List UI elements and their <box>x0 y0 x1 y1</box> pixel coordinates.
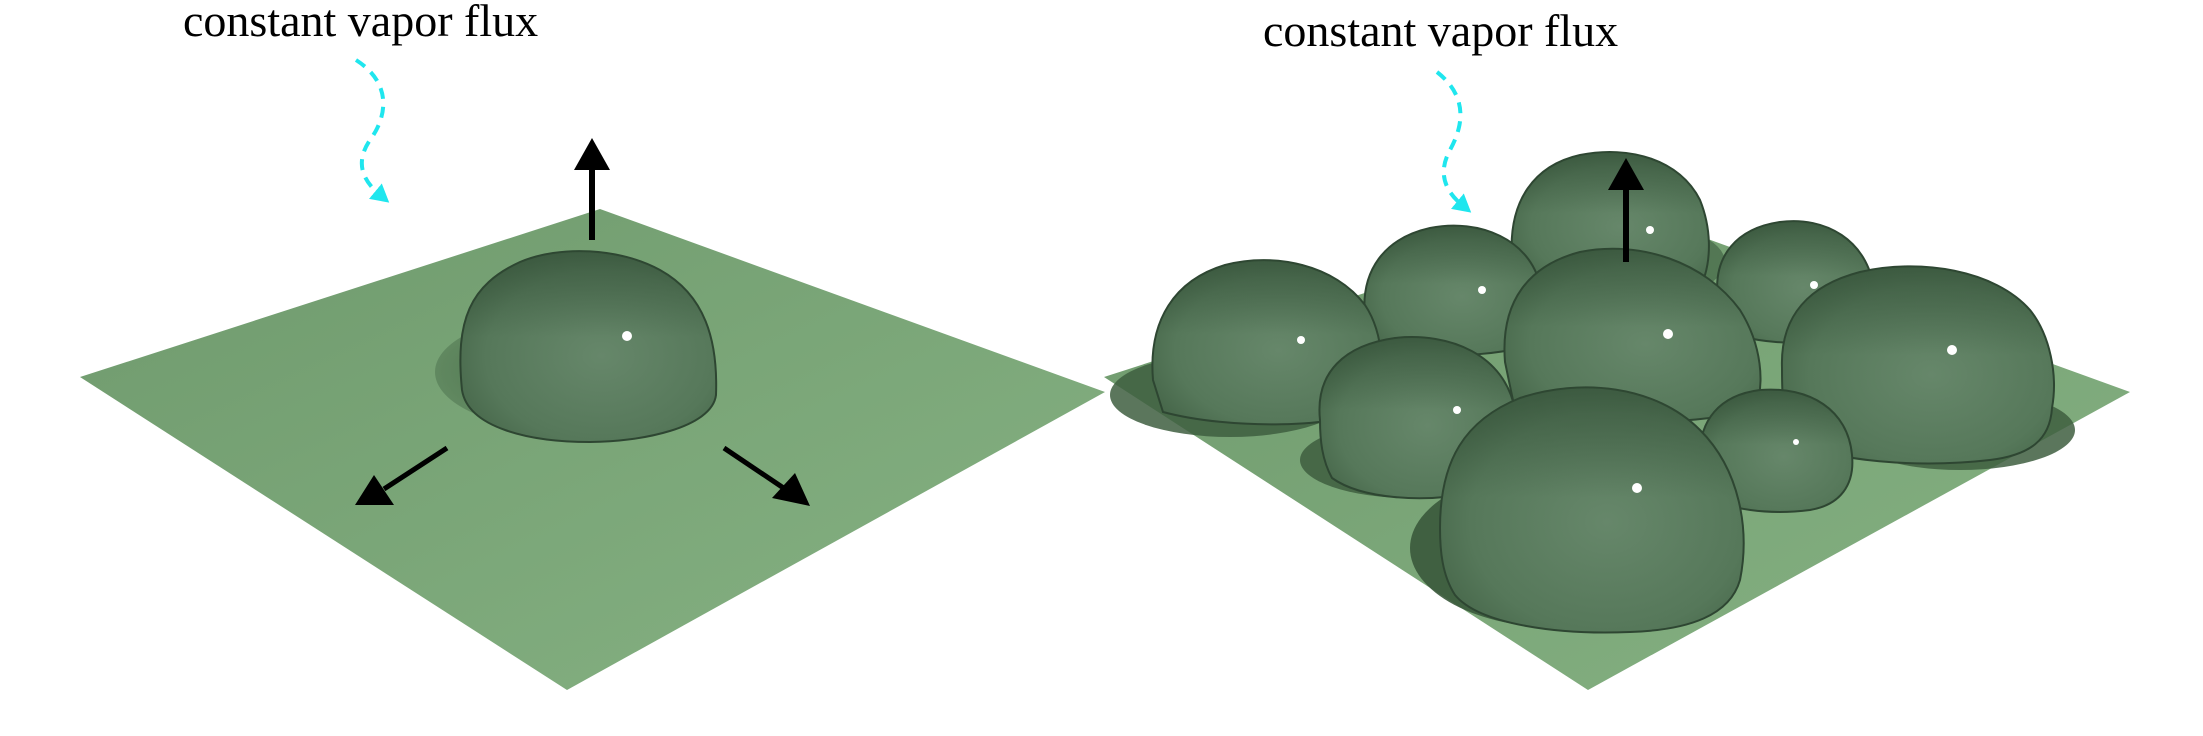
growth-arrow-up-icon <box>574 138 610 240</box>
droplet-icon <box>1363 224 1543 356</box>
droplet-icon <box>1510 151 1725 302</box>
droplet-icon <box>1410 386 1745 634</box>
droplet-icon <box>1503 247 1762 424</box>
substrate-plane <box>80 209 1105 690</box>
specular-highlight <box>622 331 632 341</box>
spreading-arrow-left-icon <box>355 445 449 505</box>
panel-single-droplet: constant vapor flux <box>80 0 1105 690</box>
spreading-arrow-right-icon <box>722 445 810 506</box>
growth-arrow-up-icon <box>1608 158 1644 262</box>
vapor-flux-arrow-icon <box>354 58 390 203</box>
droplet-icon <box>1780 265 2075 470</box>
droplet-icon <box>1698 388 1854 513</box>
droplet-icon <box>459 250 718 444</box>
flux-label: constant vapor flux <box>183 0 538 46</box>
vapor-flux-arrow-icon <box>1435 70 1472 213</box>
flux-label: constant vapor flux <box>1263 5 1618 56</box>
panel-droplet-array: constant vapor flux <box>1104 5 2130 690</box>
